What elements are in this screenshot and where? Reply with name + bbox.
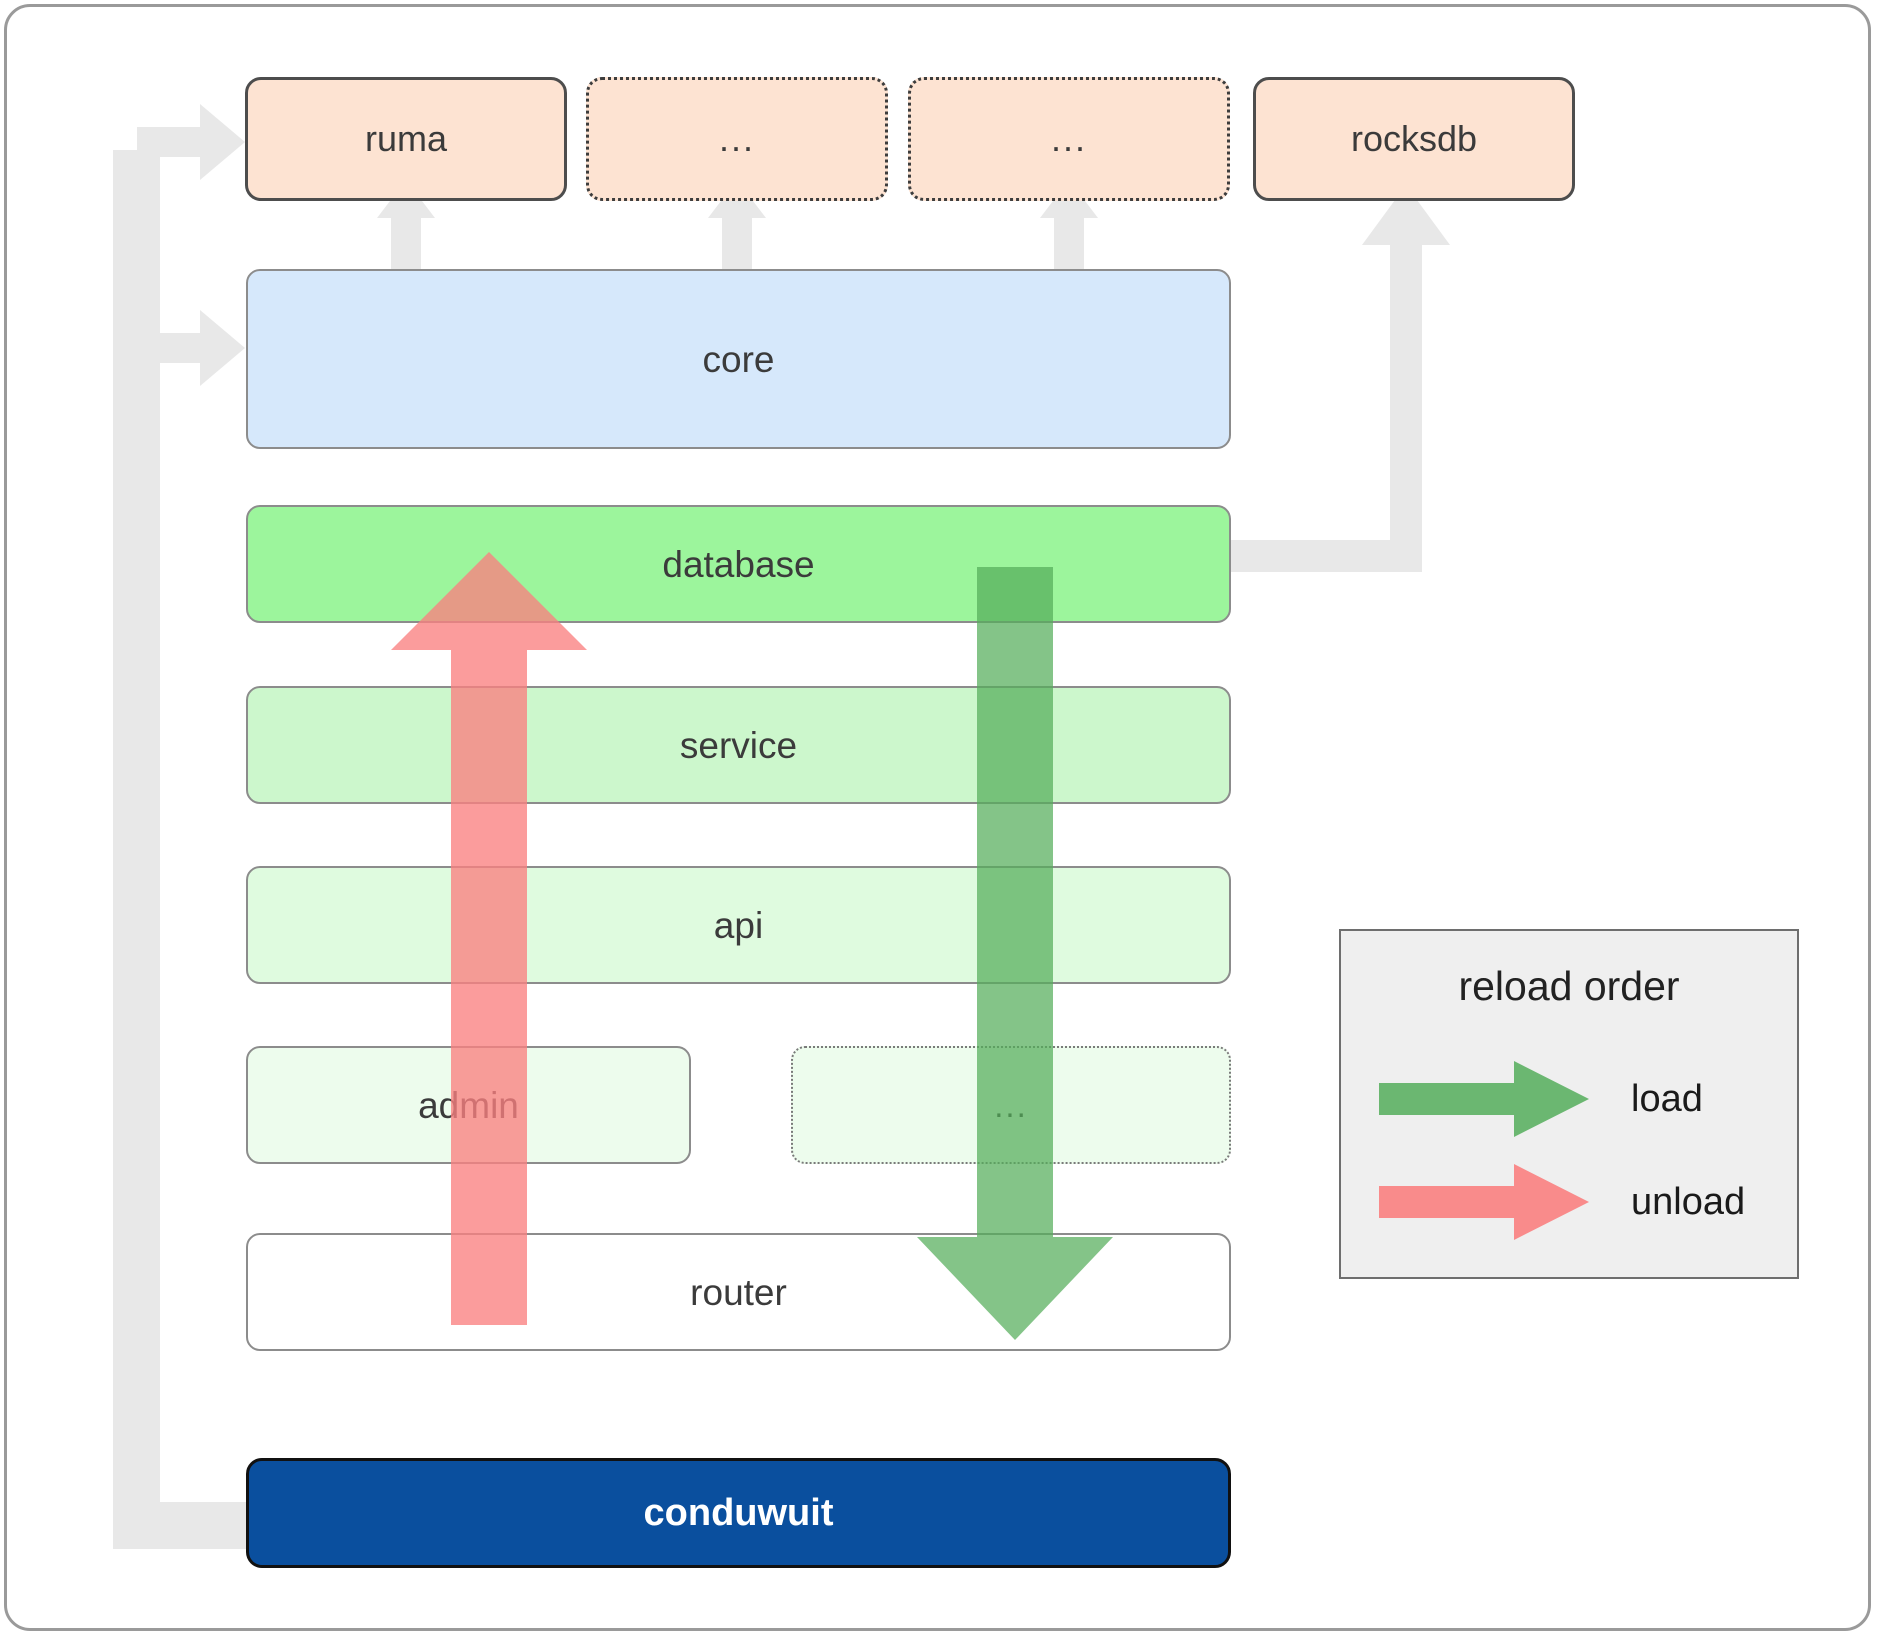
- legend-row-unload: unload: [1379, 1164, 1779, 1240]
- node-label: router: [690, 1271, 787, 1313]
- node-label: rocksdb: [1350, 118, 1478, 159]
- layer-node-database[interactable]: database: [246, 505, 1231, 623]
- dependency-node-ellipsis-1[interactable]: ...: [586, 77, 888, 201]
- node-label: admin: [418, 1084, 519, 1126]
- core-node[interactable]: core: [246, 269, 1231, 449]
- unload-arrow-icon: [1379, 1164, 1589, 1240]
- node-label: service: [679, 724, 798, 766]
- node-label: ruma: [364, 118, 448, 159]
- legend-title: reload order: [1458, 963, 1680, 1009]
- layer-node-service[interactable]: service: [246, 686, 1231, 804]
- layer-node-admin[interactable]: admin: [246, 1046, 691, 1164]
- node-label: ...: [1050, 118, 1087, 159]
- node-label: core: [702, 338, 775, 380]
- node-label: conduwuit: [643, 1492, 834, 1534]
- dependency-node-ellipsis-2[interactable]: ...: [908, 77, 1230, 201]
- dependency-node-ruma[interactable]: ruma: [245, 77, 567, 201]
- load-arrow-icon: [1379, 1061, 1589, 1137]
- legend-label-unload: unload: [1631, 1180, 1746, 1223]
- layer-node-router[interactable]: router: [246, 1233, 1231, 1351]
- diagram-frame: [4, 4, 1871, 1631]
- dependency-node-rocksdb[interactable]: rocksdb: [1253, 77, 1575, 201]
- legend-label-load: load: [1631, 1077, 1703, 1120]
- layer-node-ellipsis[interactable]: ...: [791, 1046, 1231, 1164]
- node-label: api: [713, 904, 764, 946]
- layer-node-api[interactable]: api: [246, 866, 1231, 984]
- binary-node-conduwuit[interactable]: conduwuit: [246, 1458, 1231, 1568]
- node-label: ...: [718, 118, 755, 159]
- node-label: ...: [994, 1086, 1028, 1124]
- legend-row-load: load: [1379, 1061, 1779, 1137]
- node-label: database: [662, 543, 815, 585]
- legend-panel: reload order load unload: [1339, 929, 1799, 1279]
